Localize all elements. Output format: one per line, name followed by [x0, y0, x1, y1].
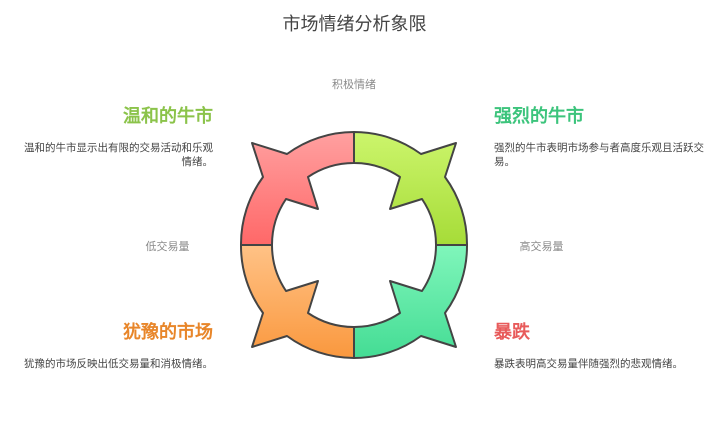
quadrant-arrow-bottom-left	[239, 244, 355, 359]
page-title: 市场情绪分析象限	[282, 14, 427, 35]
axis-label-right: 高交易量	[519, 240, 564, 253]
quadrant-title-mild-bull: 温和的牛市	[123, 106, 213, 127]
axis-label-left: 低交易量	[145, 240, 190, 253]
quadrant-arrow-bottom-right	[353, 244, 469, 359]
quadrant-desc-mild-bull: 温和的牛市显示出有限的交易活动和乐观情绪。	[24, 142, 213, 168]
axis-label-top: 积极情绪	[332, 78, 376, 91]
quadrant-title-hesitant: 犹豫的市场	[123, 322, 213, 343]
quadrant-desc-crash: 暴跌表明高交易量伴随强烈的悲观情绪。	[494, 358, 683, 370]
quadrant-desc-hesitant: 犹豫的市场反映出低交易量和消极情绪。	[24, 358, 213, 370]
quadrant-desc-strong-bull: 强烈的牛市表明市场参与者高度乐观且活跃交易。	[494, 142, 704, 168]
quadrant-title-strong-bull: 强烈的牛市	[494, 106, 584, 127]
quadrant-title-crash: 暴跌	[494, 322, 530, 343]
quadrant-arrow-top-left	[239, 131, 355, 246]
quadrant-arrow-top-right	[353, 131, 469, 246]
